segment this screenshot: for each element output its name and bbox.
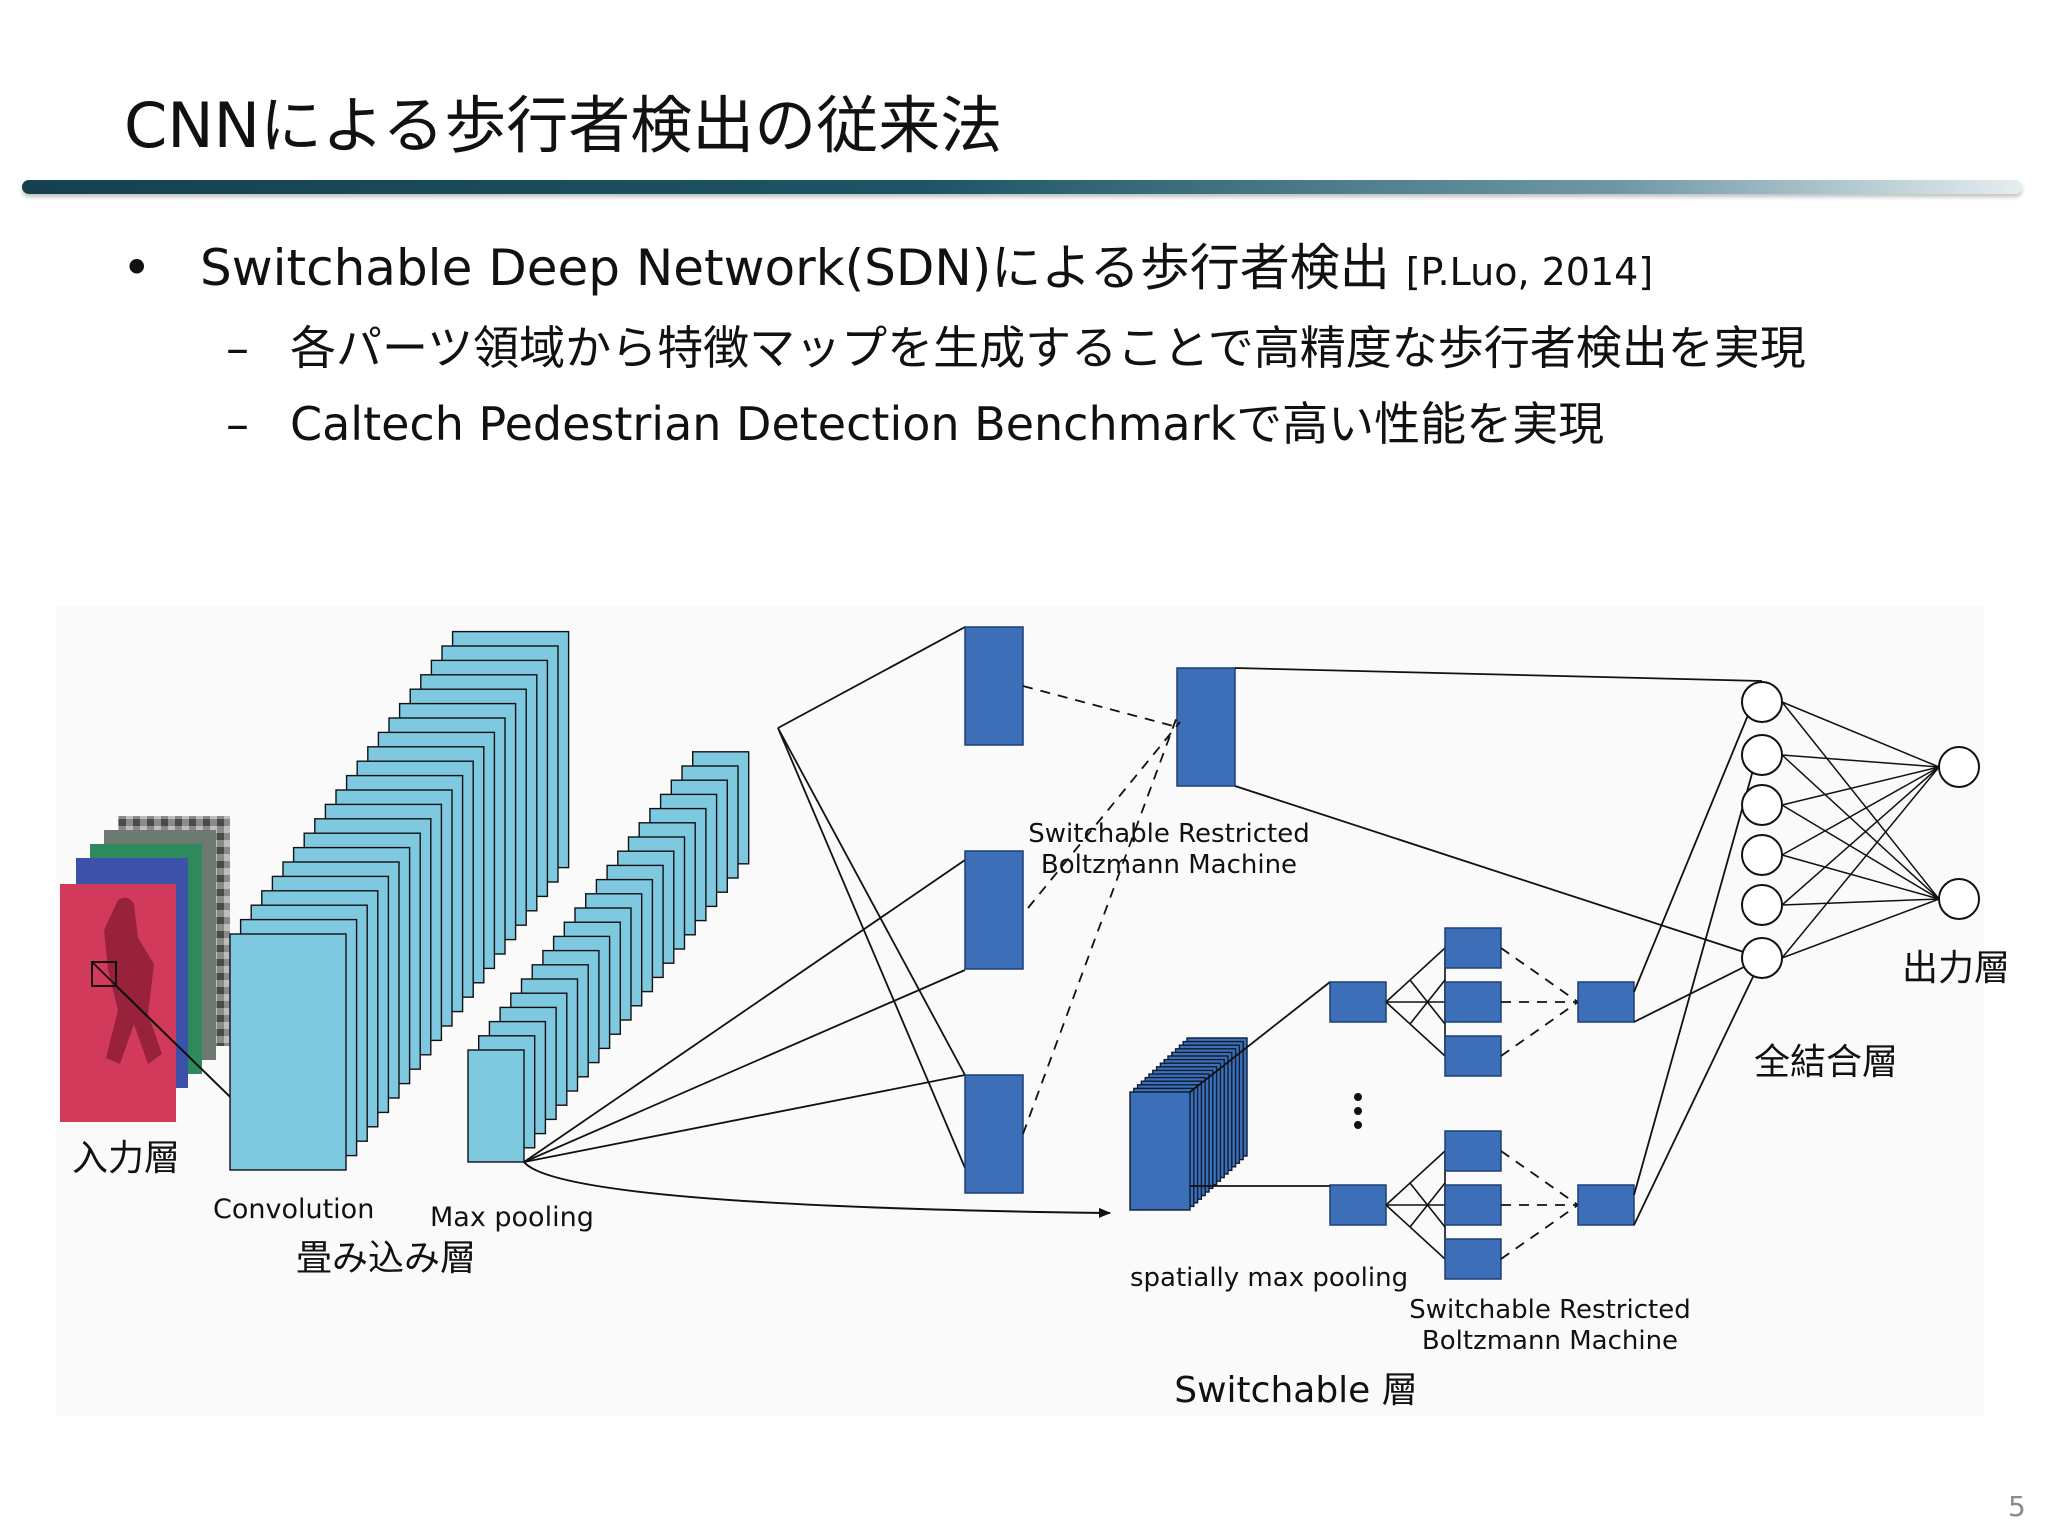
sub-bullet-marker: –	[226, 321, 249, 375]
srbm-upper-block	[1176, 667, 1236, 787]
output-node	[1938, 878, 1980, 920]
pedestrian-silhouette	[104, 897, 162, 1064]
srbm-upper-label-line2: Boltzmann Machine	[1041, 850, 1297, 880]
title-rule	[22, 180, 2022, 194]
spatial-to-group-lines	[1189, 981, 1331, 1187]
group-block	[1329, 981, 1387, 1023]
srbm-lower-dashed	[1500, 947, 1579, 1260]
spatial-pooling-stack	[1129, 1037, 1248, 1211]
bullet-marker: •	[122, 239, 152, 297]
group-fan-lines	[1385, 947, 1446, 1260]
flow-arrow	[523, 1161, 1111, 1218]
fc-node	[1741, 834, 1783, 876]
fc-to-output-connections	[1781, 701, 1940, 959]
output-node	[1938, 746, 1980, 788]
max-pooling-feature-maps	[467, 751, 750, 1163]
fc-layer-nodes	[1741, 681, 1783, 979]
convolution-feature-maps	[229, 630, 570, 1171]
fc-node	[1741, 681, 1783, 723]
part-block	[964, 626, 1024, 746]
sub-block	[1444, 981, 1502, 1023]
fc-node	[1741, 734, 1783, 776]
pooled-map	[467, 1049, 525, 1163]
to-fc-connections	[1234, 667, 1763, 1226]
srbm-upper-dashed	[1022, 685, 1181, 1135]
bullet-3-text: Caltech Pedestrian Detection Benchmarkで高…	[290, 397, 1605, 451]
sub-block	[1444, 1238, 1502, 1280]
srbm-lower-label-line1: Switchable Restricted	[1409, 1295, 1690, 1325]
input-image-stack	[60, 816, 230, 1122]
fc-node	[1741, 937, 1783, 979]
bullet-1-text: Switchable Deep Network(SDN)による歩行者検出	[200, 239, 1390, 297]
output-layer-nodes	[1938, 746, 1980, 920]
fc-layer-label: 全結合層	[1754, 1042, 1898, 1083]
output-layer-label: 出力層	[1902, 948, 2010, 989]
receptive-field	[91, 961, 117, 987]
slide-title: CNNによる歩行者検出の従来法	[124, 89, 1003, 162]
srbm-lower-block	[1577, 1184, 1635, 1226]
page-number: 5	[2008, 1490, 2026, 1523]
srbm-lower-label-line2: Boltzmann Machine	[1422, 1326, 1678, 1356]
srbm-upper-label-line1: Switchable Restricted	[1028, 819, 1309, 849]
pooling-to-part-connections	[523, 626, 966, 1169]
part-block	[964, 850, 1024, 970]
vertical-ellipsis	[1354, 1093, 1362, 1129]
sub-block	[1444, 1130, 1502, 1172]
switchable-layer-label: Switchable 層	[1174, 1370, 1418, 1411]
sub-bullet-marker: –	[226, 397, 249, 451]
convolution-label: Convolution	[213, 1194, 374, 1225]
srbm-lower-block	[1577, 981, 1635, 1023]
fc-node	[1741, 784, 1783, 826]
spatial-pooling-label: spatially max pooling	[1130, 1263, 1408, 1293]
feature-map	[229, 933, 347, 1171]
sub-block	[1444, 1035, 1502, 1077]
max-pooling-label: Max pooling	[430, 1202, 594, 1233]
fc-node	[1741, 884, 1783, 926]
part-block	[964, 1074, 1024, 1194]
citation: [P.Luo, 2014]	[1405, 250, 1654, 294]
sub-block	[1444, 927, 1502, 969]
group-block	[1329, 1184, 1387, 1226]
conv-layer-label: 畳み込み層	[296, 1238, 476, 1279]
sub-block	[1444, 1184, 1502, 1226]
bullet-2-text: 各パーツ領域から特徴マップを生成することで高精度な歩行者検出を実現	[290, 321, 1806, 375]
input-layer-label: 入力層	[72, 1138, 180, 1179]
bullet-1-content: Switchable Deep Network(SDN)による歩行者検出 [P.…	[200, 236, 1653, 304]
spatial-map	[1129, 1091, 1191, 1211]
